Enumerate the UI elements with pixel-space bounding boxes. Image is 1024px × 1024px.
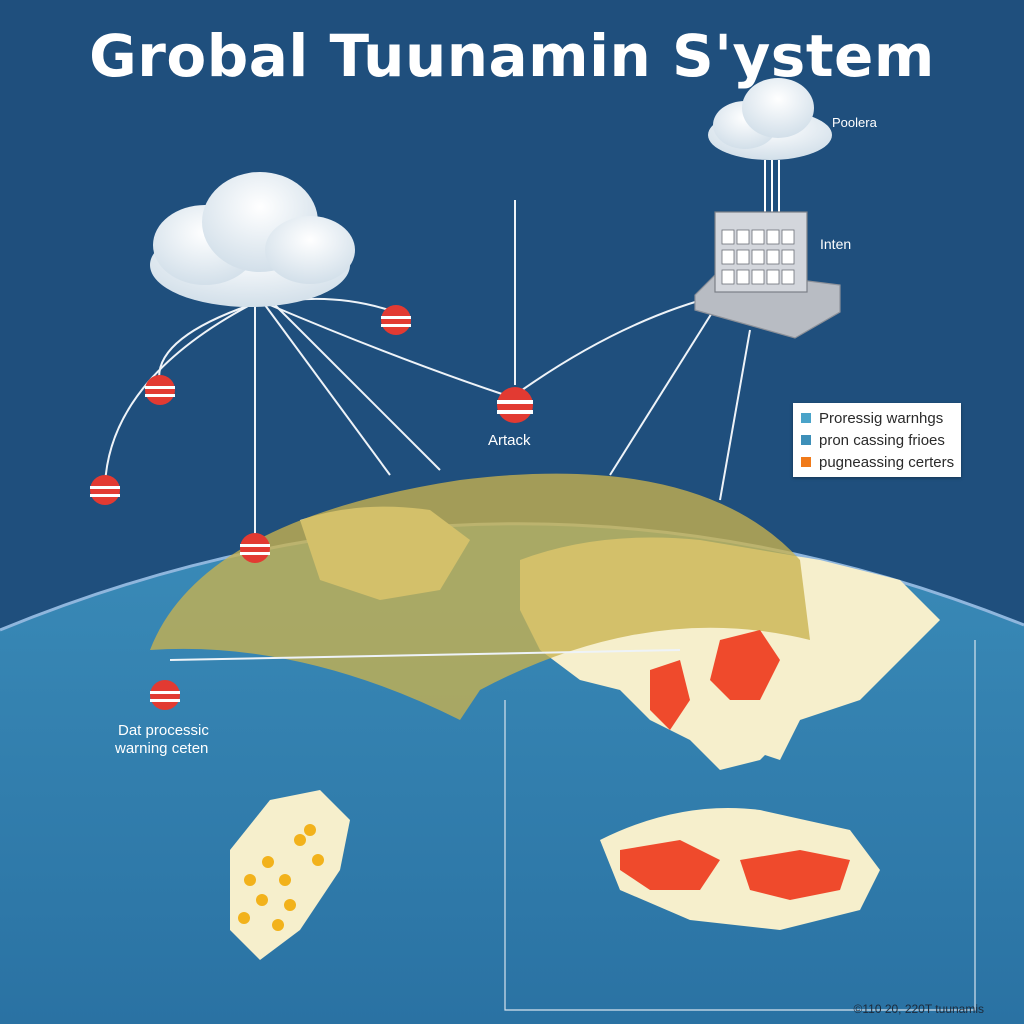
- legend-label: pugneassing certers: [819, 453, 955, 471]
- page-title: Grobal Tuunamin S'ystem: [89, 22, 935, 90]
- processing-center-label-line2: warning ceten: [115, 740, 209, 757]
- control-station-icon: [694, 160, 841, 339]
- cloud-label: Poolera: [832, 115, 877, 130]
- buoy-icon: [381, 305, 411, 335]
- legend: Proressig warnhgs pron cassing frioes pu…: [793, 403, 961, 477]
- legend-item: Proressig warnhgs: [793, 407, 961, 429]
- impact-markers: [238, 824, 324, 931]
- cloud-icon: [150, 172, 355, 307]
- buoy-icon: [240, 533, 270, 563]
- buoy-icon: [150, 680, 180, 710]
- buoy-icon: [90, 475, 120, 505]
- legend-label: pron cassing frioes: [819, 431, 945, 449]
- hazard-zones: [620, 630, 850, 900]
- legend-label: Proressig warnhgs: [819, 409, 944, 427]
- cloud-icon: [708, 78, 832, 160]
- station-label: Inten: [820, 236, 852, 252]
- map-frame: [504, 640, 976, 1011]
- buoy-icon: [145, 375, 175, 405]
- legend-item: pugneassing certers: [793, 451, 961, 473]
- buoys: [90, 305, 533, 710]
- legend-swatch: [801, 435, 811, 445]
- copyright-notice: ©110 20, 220T tuunamis: [853, 1002, 984, 1016]
- processing-center-label-line1: Dat processic: [118, 722, 209, 739]
- buoy-label: Artack: [488, 432, 531, 449]
- legend-item: pron cassing frioes: [793, 429, 961, 451]
- legend-swatch: [801, 413, 811, 423]
- legend-swatch: [801, 457, 811, 467]
- buoy-icon: [497, 387, 533, 423]
- coverage-zone: [150, 473, 810, 720]
